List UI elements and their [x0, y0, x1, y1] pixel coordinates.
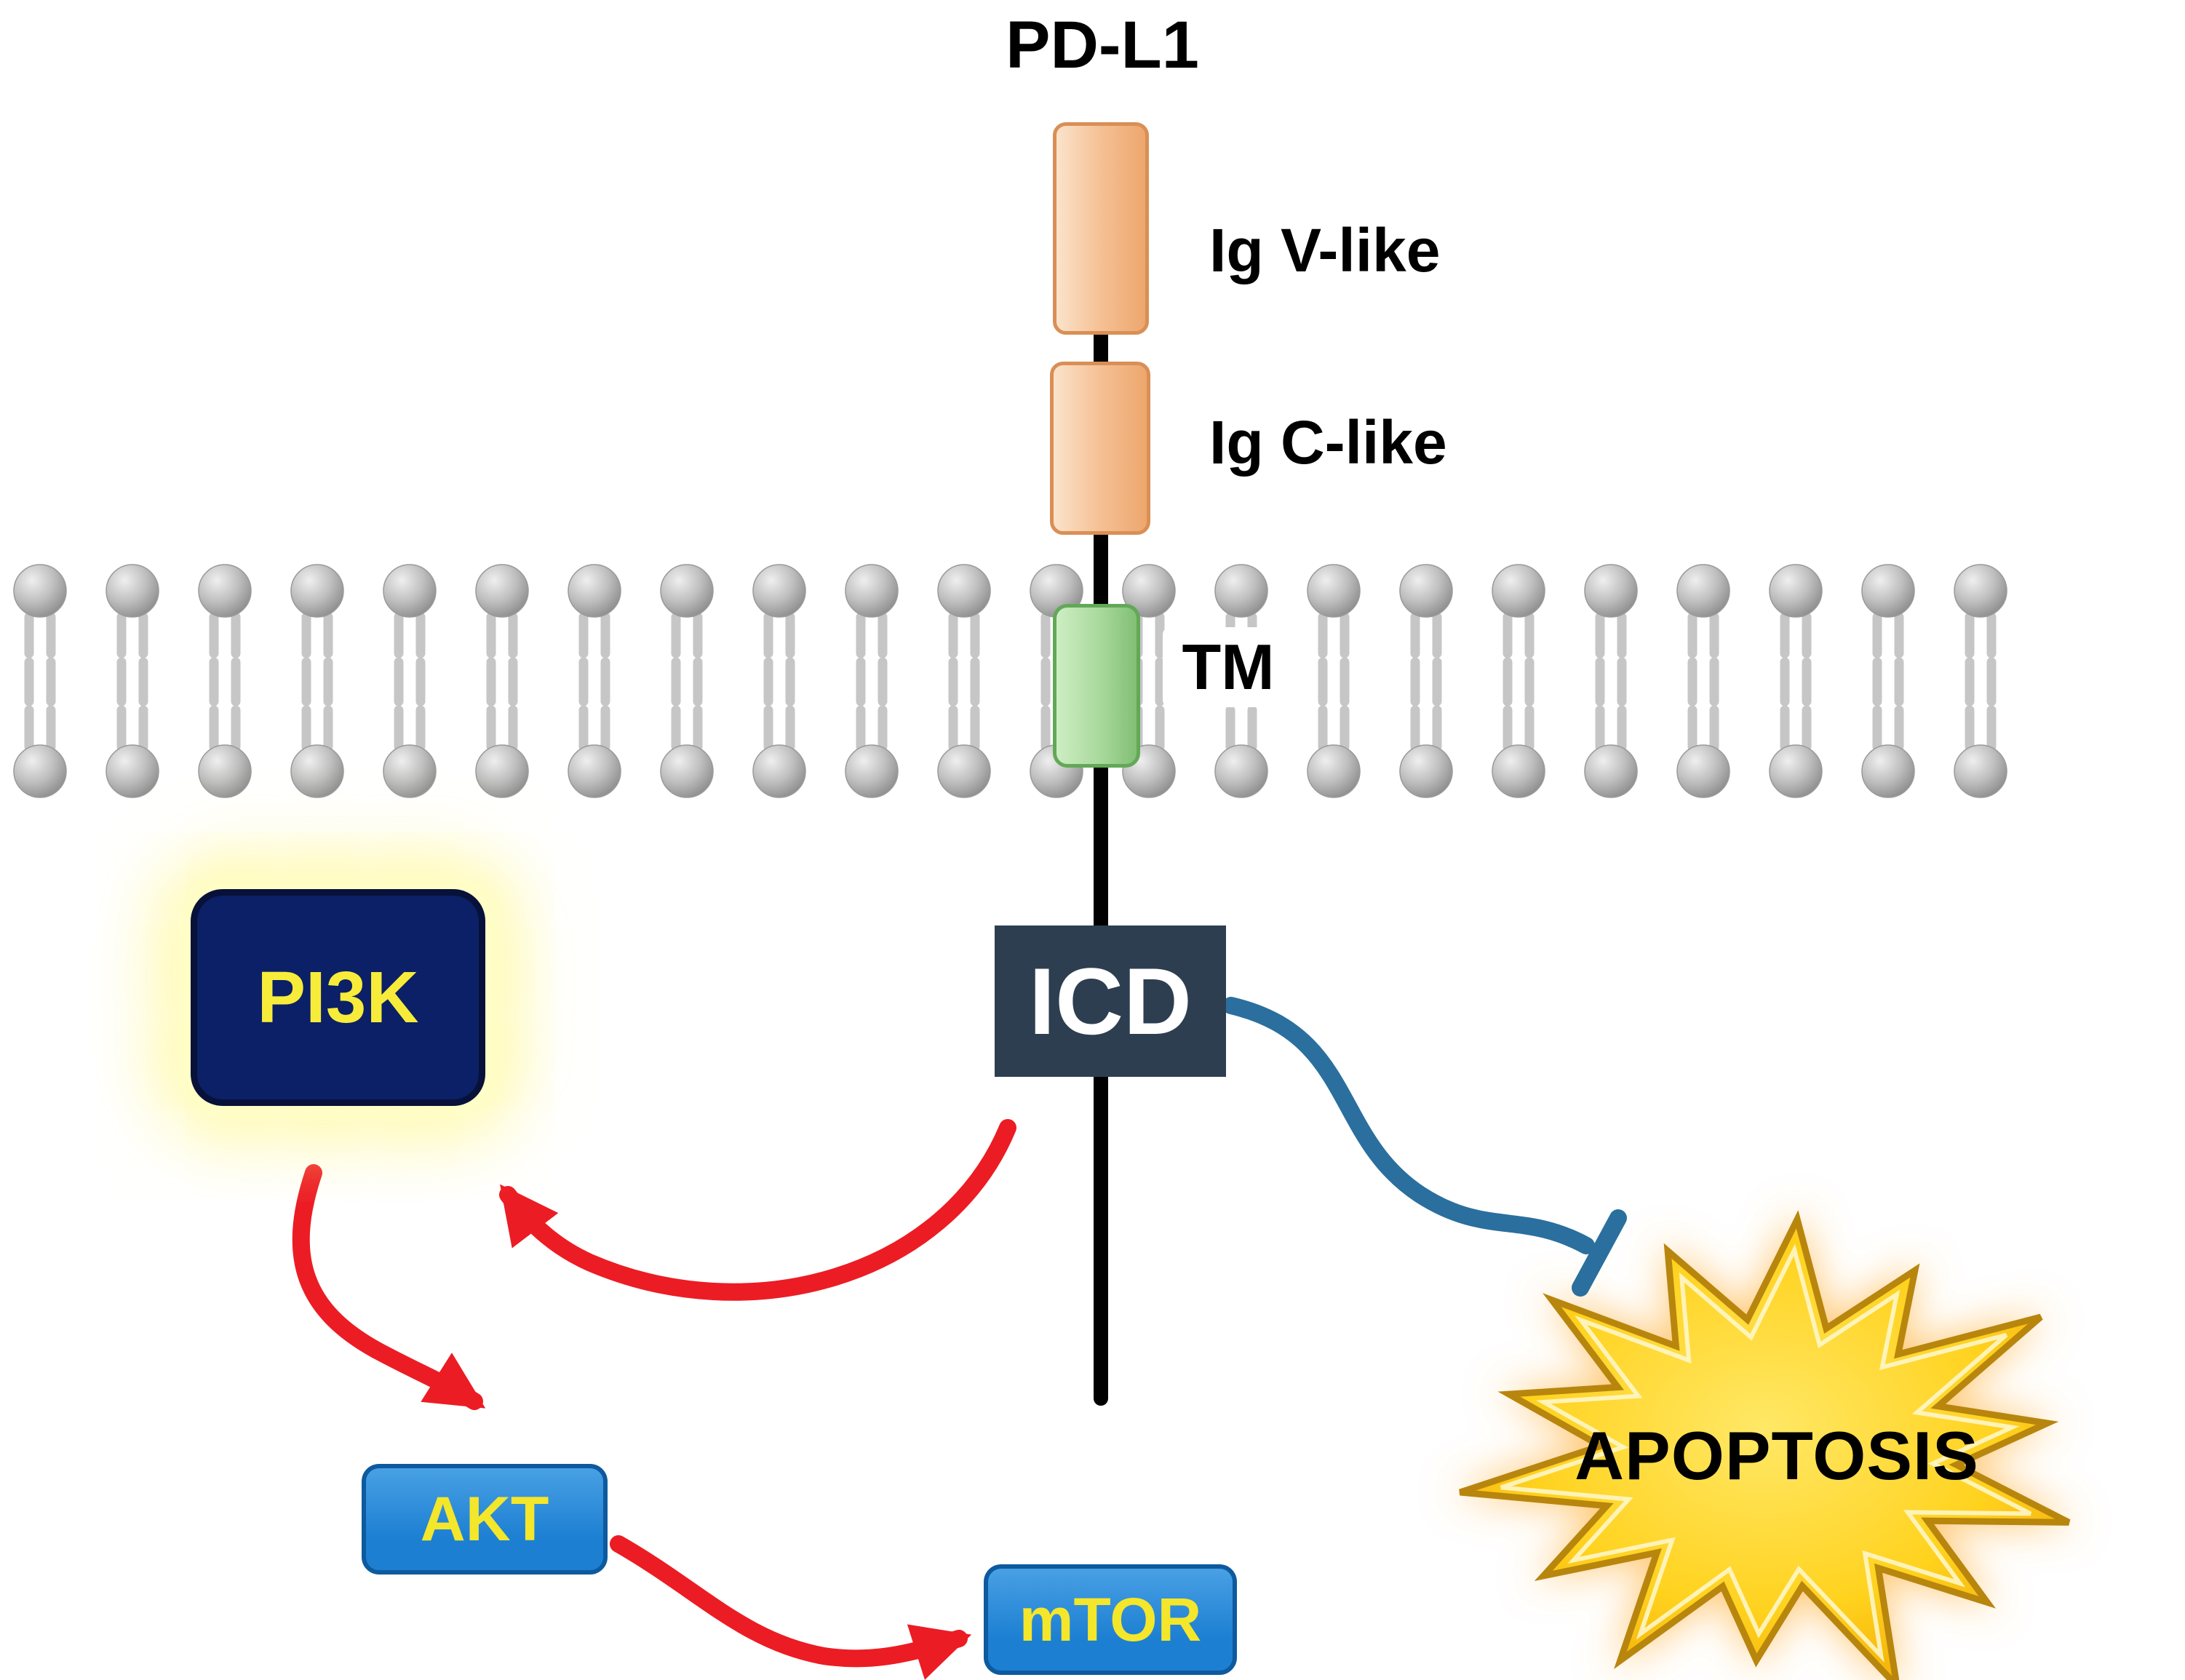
lipid-bilayer-membrane: [13, 564, 2007, 798]
inhibition-t-bar: [1572, 1209, 1627, 1297]
arrow-pi3k-to-akt: [292, 1164, 486, 1410]
igc-domain-label: Ig C-like: [1209, 408, 1447, 477]
apoptosis-label: APOPTOSIS: [1575, 1417, 1979, 1494]
icd-box: ICD: [995, 925, 1226, 1077]
pi3k-node: PI3K: [191, 889, 485, 1106]
transmembrane-domain-box: [1053, 604, 1140, 768]
tm-label: TM: [1163, 627, 1294, 707]
igc-domain-box: [1050, 362, 1150, 535]
pdl1-title: PD-L1: [1006, 8, 1199, 82]
igv-domain-box: [1053, 122, 1149, 335]
mtor-node: mTOR: [984, 1564, 1237, 1675]
arrow-icd-to-pi3k: [499, 1119, 1016, 1301]
akt-node: AKT: [362, 1464, 608, 1574]
arrow-akt-to-mtor: [610, 1535, 972, 1680]
inhibit-icd-apoptosis-line: [1222, 997, 1595, 1254]
apoptosis-burst: [1459, 1210, 2071, 1680]
igv-domain-label: Ig V-like: [1209, 216, 1441, 284]
